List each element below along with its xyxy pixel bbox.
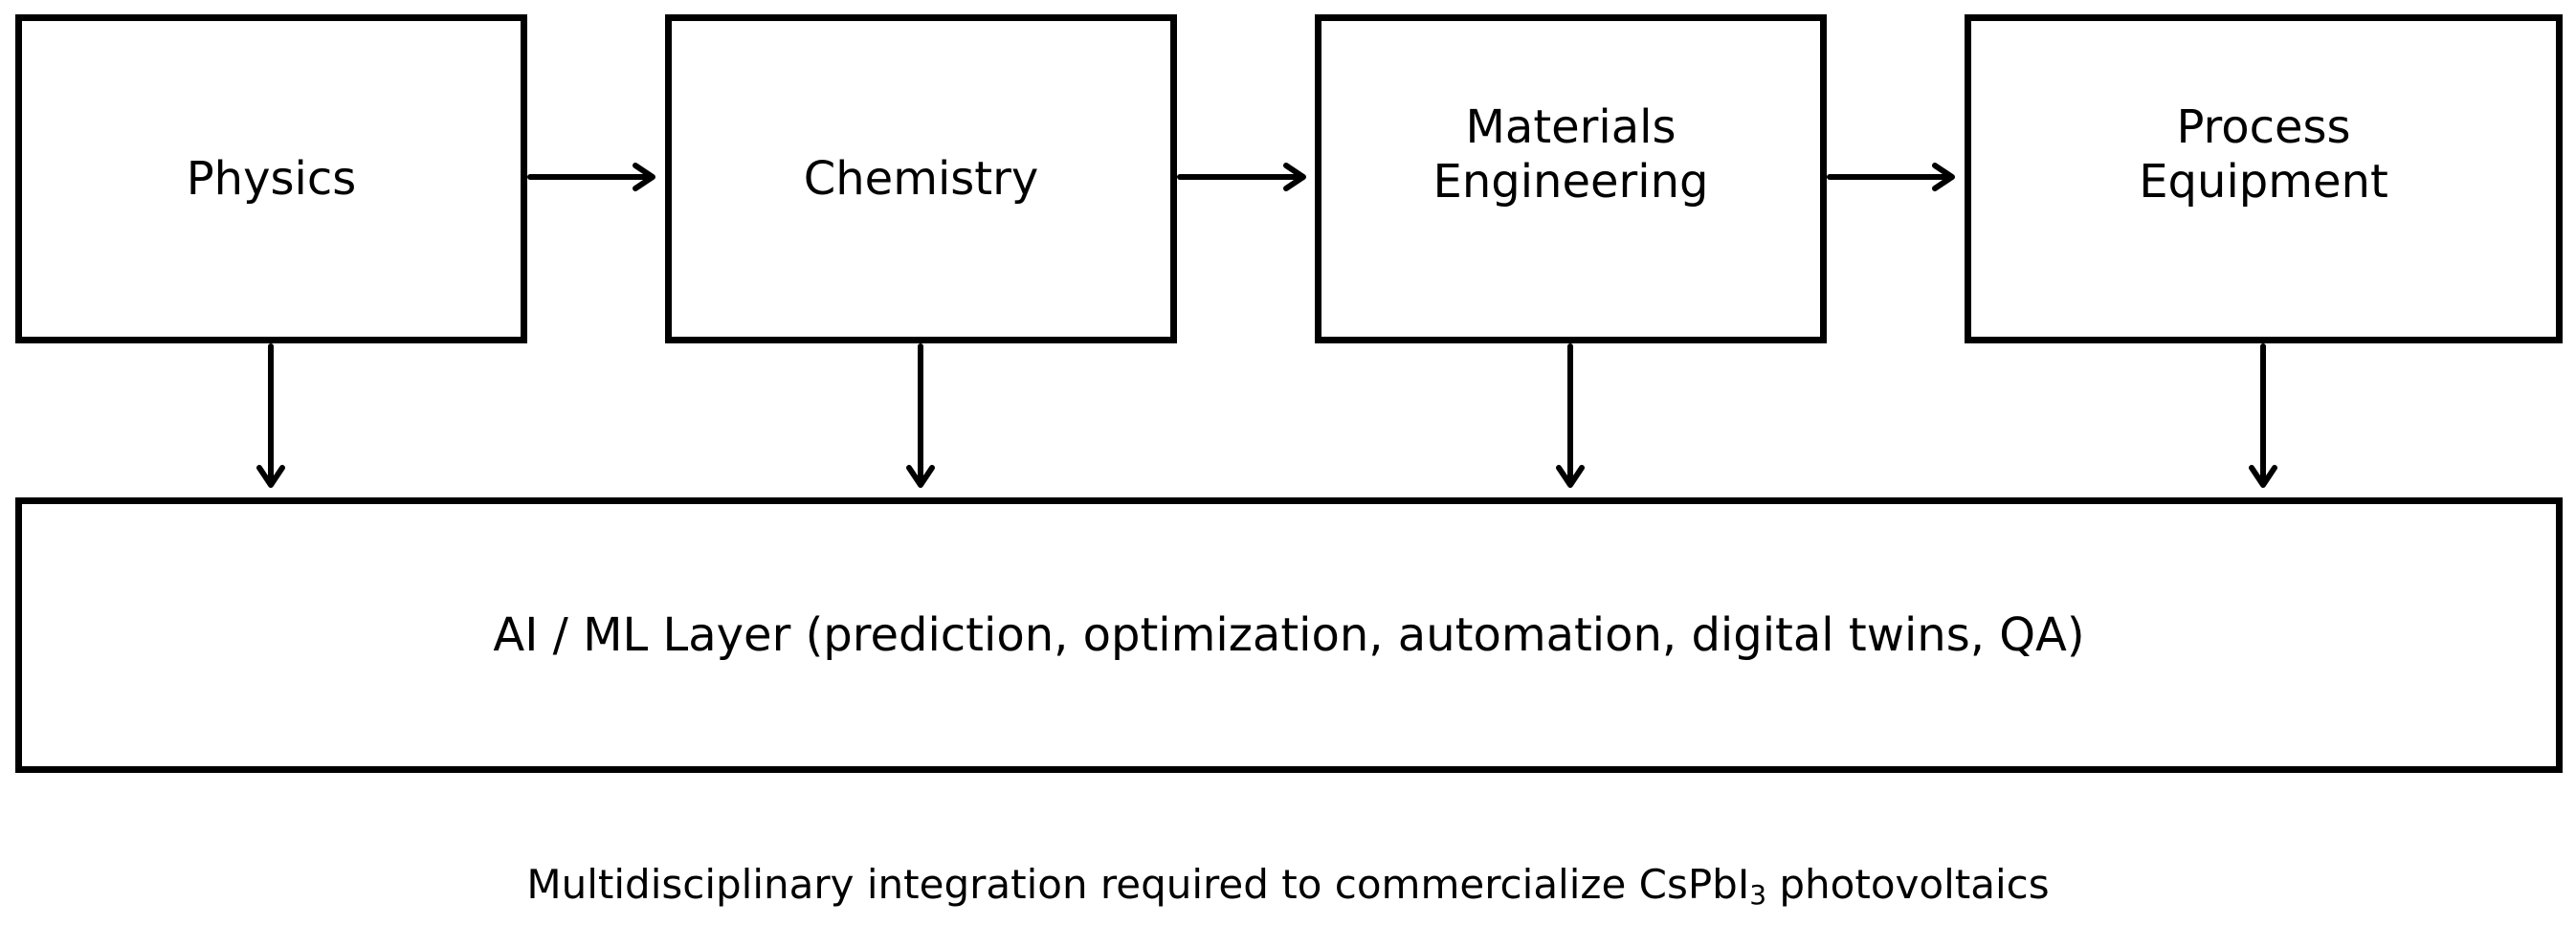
arrow-materials-to-process: [1827, 163, 1955, 191]
ai-ml-layer-label: AI / ML Layer (prediction, optimization,…: [493, 608, 2085, 662]
chemistry-box: Chemistry: [665, 14, 1177, 343]
arrow-chemistry-to-materials: [1177, 163, 1306, 191]
arrow-materials-to-ai: [1556, 343, 1585, 488]
caption-prefix: Multidisciplinary integration required t…: [526, 861, 1750, 908]
physics-box: Physics: [15, 14, 527, 343]
materials-engineering-box: Materials Engineering: [1315, 14, 1827, 343]
caption-suffix: photovoltaics: [1766, 861, 2050, 908]
arrow-physics-to-chemistry: [527, 163, 655, 191]
arrow-process-to-ai: [2249, 343, 2277, 488]
diagram-caption: Multidisciplinary integration required t…: [0, 856, 2576, 914]
physics-label: Physics: [186, 151, 357, 206]
arrow-physics-to-ai: [256, 343, 285, 488]
arrow-chemistry-to-ai: [906, 343, 935, 488]
process-equipment-label: Process Equipment: [2139, 100, 2388, 209]
chemistry-label: Chemistry: [803, 151, 1039, 206]
process-equipment-box: Process Equipment: [1965, 14, 2563, 343]
ai-ml-layer-box: AI / ML Layer (prediction, optimization,…: [15, 497, 2563, 773]
caption-subscript: 3: [1749, 879, 1767, 911]
materials-engineering-label: Materials Engineering: [1432, 100, 1709, 209]
